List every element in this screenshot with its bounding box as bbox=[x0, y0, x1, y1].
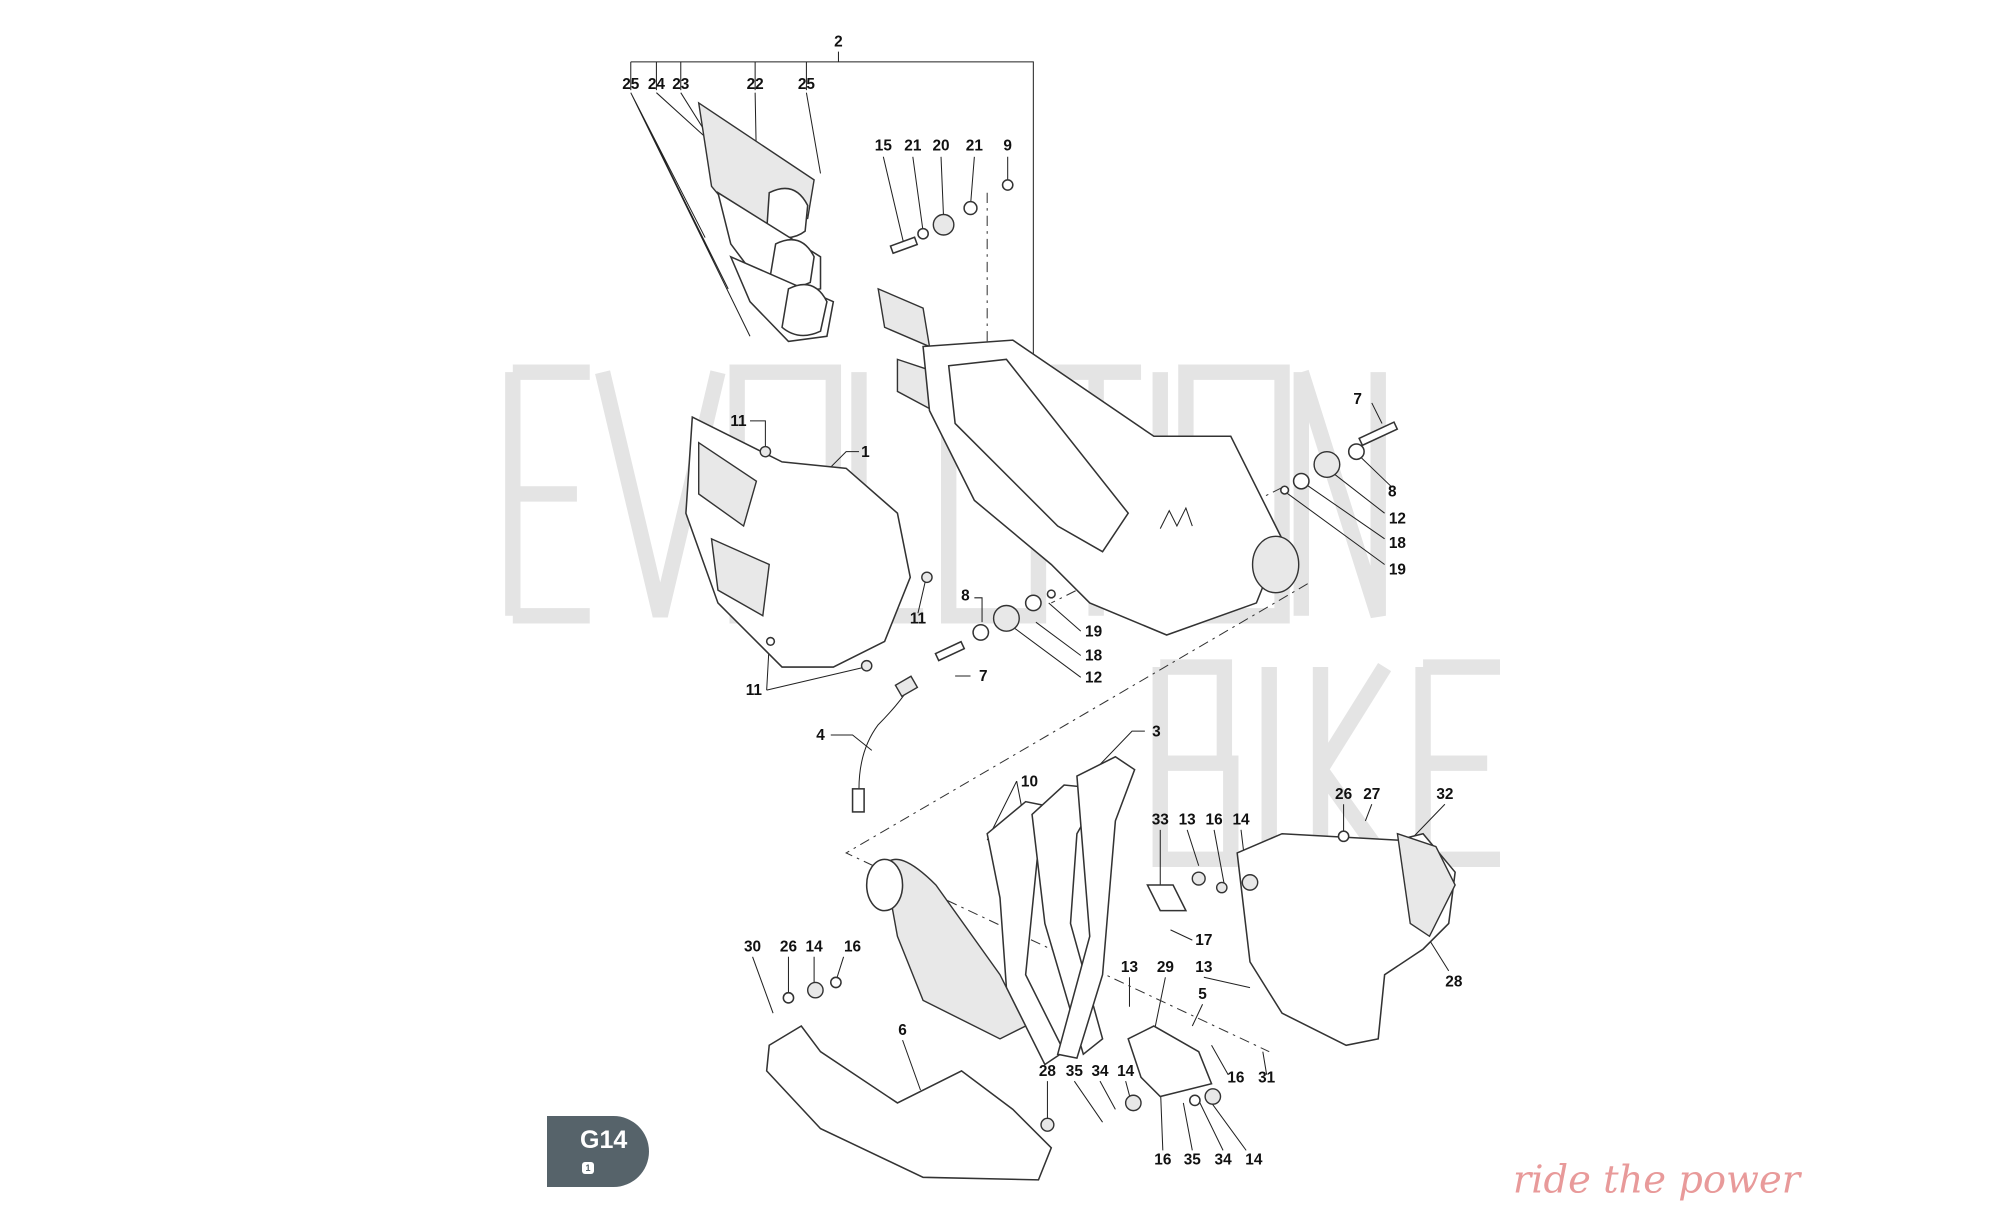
callout: 31 bbox=[1258, 1069, 1276, 1086]
callout: 23 bbox=[672, 76, 689, 93]
watermark-tagline: ride the power bbox=[1513, 1158, 1803, 1203]
callout: 11 bbox=[730, 413, 747, 430]
muffler-heat-shield bbox=[685, 415, 912, 668]
callout: 33 bbox=[1152, 812, 1169, 829]
callout: 30 bbox=[744, 939, 761, 956]
callout: 13 bbox=[1121, 959, 1138, 976]
callout: 32 bbox=[1436, 786, 1453, 803]
bracket bbox=[1127, 1025, 1213, 1098]
callout: 7 bbox=[979, 668, 988, 685]
callout: 16 bbox=[844, 939, 861, 956]
callout: 14 bbox=[806, 939, 824, 956]
callout: 4 bbox=[816, 727, 825, 744]
callout: 5 bbox=[1198, 986, 1207, 1003]
callout: 16 bbox=[1206, 812, 1223, 829]
page-number: 1 bbox=[582, 1162, 594, 1174]
callout: 12 bbox=[1085, 669, 1102, 686]
bracket bbox=[1146, 884, 1188, 912]
callout: 35 bbox=[1066, 1063, 1084, 1080]
callout: 15 bbox=[875, 137, 893, 154]
callout: 19 bbox=[1389, 562, 1406, 579]
diagram-code-badge: G14 1 bbox=[547, 1116, 649, 1187]
callout: 25 bbox=[622, 76, 640, 93]
callout: 13 bbox=[1179, 812, 1196, 829]
exhaust-headers bbox=[865, 755, 1136, 1066]
callout: 34 bbox=[1215, 1151, 1233, 1168]
callout: 20 bbox=[932, 137, 949, 154]
callout: 6 bbox=[898, 1022, 907, 1039]
callout: 17 bbox=[1195, 932, 1212, 949]
callout: 27 bbox=[1363, 786, 1380, 803]
mv-logo-mark bbox=[1159, 506, 1193, 529]
callout: 34 bbox=[1091, 1063, 1109, 1080]
callout: 21 bbox=[904, 137, 922, 154]
callout: 28 bbox=[1445, 973, 1463, 990]
callout: 8 bbox=[1388, 484, 1397, 501]
callout: 16 bbox=[1154, 1151, 1171, 1168]
callout-labels: 2 25 24 23 22 25 15 21 20 21 9 7 8 12 18… bbox=[622, 34, 1463, 1169]
callout: 22 bbox=[747, 76, 764, 93]
callout: 18 bbox=[1389, 535, 1407, 552]
callout: 26 bbox=[780, 939, 797, 956]
callout: 29 bbox=[1157, 959, 1174, 976]
callout: 2 bbox=[834, 34, 843, 51]
callout: 28 bbox=[1039, 1063, 1057, 1080]
callout: 25 bbox=[798, 76, 816, 93]
callout: 14 bbox=[1117, 1063, 1135, 1080]
lambda-sensor bbox=[851, 675, 919, 813]
callout: 12 bbox=[1389, 510, 1406, 527]
callout: 16 bbox=[1227, 1069, 1244, 1086]
callout: 18 bbox=[1085, 648, 1103, 665]
callout: 1 bbox=[861, 444, 870, 461]
callout: 21 bbox=[966, 137, 984, 154]
callout: 7 bbox=[1353, 391, 1362, 408]
callout: 13 bbox=[1195, 959, 1212, 976]
callout: 10 bbox=[1021, 773, 1038, 790]
end-cap-covers bbox=[697, 101, 835, 343]
header-heat-shield bbox=[1236, 832, 1456, 1047]
callout: 3 bbox=[1152, 723, 1161, 740]
callout: 14 bbox=[1232, 812, 1250, 829]
fasteners bbox=[782, 830, 1350, 1132]
callout: 11 bbox=[746, 682, 763, 699]
callout: 14 bbox=[1245, 1151, 1263, 1168]
callout: 35 bbox=[1184, 1151, 1202, 1168]
callout: 24 bbox=[648, 76, 666, 93]
callout: 11 bbox=[910, 610, 927, 627]
diagram-code: G14 bbox=[580, 1126, 628, 1154]
callout: 9 bbox=[1003, 137, 1012, 154]
fasteners bbox=[759, 179, 1399, 672]
callout: 26 bbox=[1335, 786, 1352, 803]
callout: 8 bbox=[961, 587, 970, 604]
muffler bbox=[877, 287, 1300, 636]
lower-heat-shield bbox=[765, 1025, 1053, 1181]
callout: 19 bbox=[1085, 623, 1102, 640]
